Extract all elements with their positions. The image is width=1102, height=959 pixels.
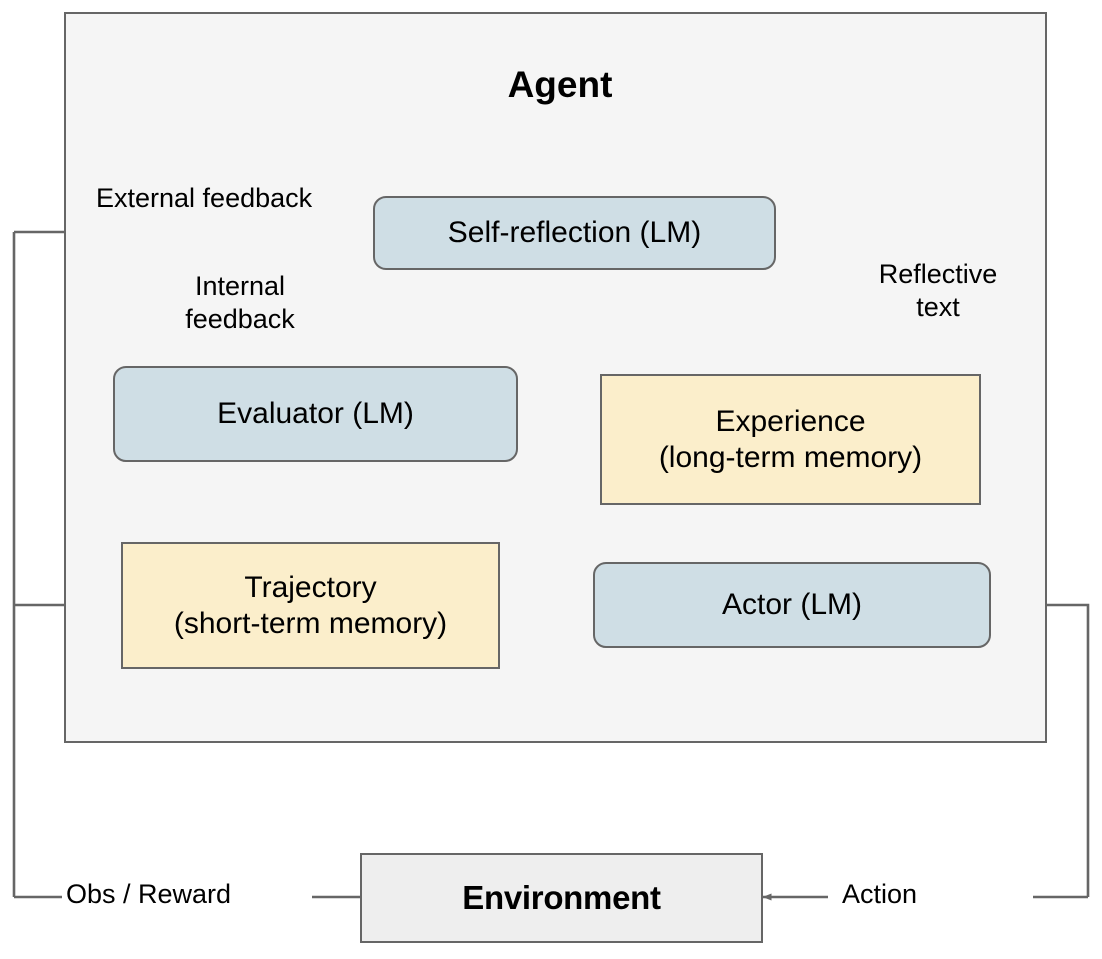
node-experience[interactable]: Experience (long-term memory)	[600, 374, 981, 505]
edge-label-external-feedback: External feedback	[96, 182, 313, 215]
edge-label-obs-reward: Obs / Reward	[62, 878, 236, 911]
node-trajectory[interactable]: Trajectory (short-term memory)	[121, 542, 500, 669]
edge-label-reflective-text-line2: text	[916, 291, 960, 322]
edge-label-internal-feedback: Internal feedback	[172, 270, 308, 336]
node-experience-label-line1: Experience	[715, 405, 866, 439]
edge-label-internal-feedback-line2: feedback	[185, 303, 295, 334]
node-environment-label: Environment	[462, 878, 661, 916]
node-actor-label: Actor (LM)	[721, 588, 862, 622]
edge-label-internal-feedback-line1: Internal	[194, 271, 286, 301]
node-self-reflection-label: Self-reflection (LM)	[447, 216, 702, 250]
edge-label-action: Action	[838, 878, 922, 911]
node-trajectory-label-line1: Trajectory	[244, 571, 377, 605]
node-actor[interactable]: Actor (LM)	[593, 562, 991, 648]
node-trajectory-label-line2: (short-term memory)	[173, 606, 448, 640]
node-environment[interactable]: Environment	[360, 853, 763, 943]
edge-label-reflective-text: Reflective text	[868, 258, 1008, 324]
agent-title: Agent	[507, 64, 613, 105]
edge-label-reflective-text-line1: Reflective	[878, 259, 998, 289]
node-self-reflection[interactable]: Self-reflection (LM)	[373, 196, 776, 270]
node-evaluator-label: Evaluator (LM)	[217, 397, 414, 431]
node-experience-label-line2: (long-term memory)	[658, 440, 923, 474]
node-evaluator[interactable]: Evaluator (LM)	[113, 366, 518, 462]
